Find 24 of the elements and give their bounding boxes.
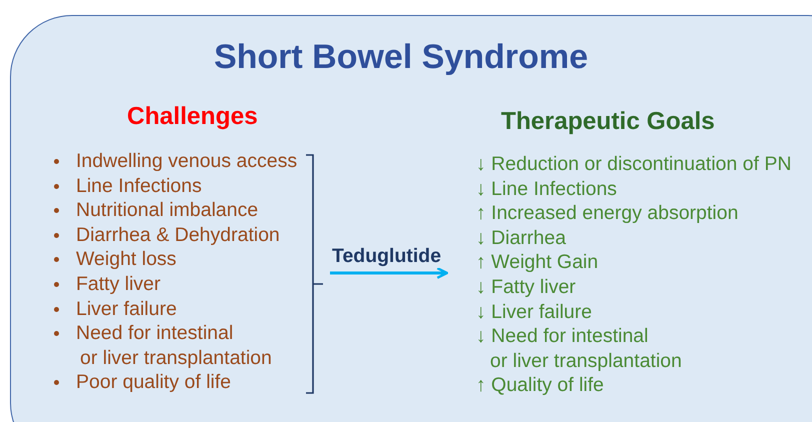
list-item: Line Infections <box>76 174 202 198</box>
list-item: ↑ Increased energy absorption <box>476 201 738 226</box>
list-item: ↑ Quality of life <box>476 373 604 398</box>
list-item: Nutritional imbalance <box>76 198 258 223</box>
list-item: Liver failure <box>76 296 177 322</box>
list-item: Poor quality of life <box>76 370 232 395</box>
list-item: Need for intestinal or liver transplantation <box>76 321 272 370</box>
panel-title: Short Bowel Syndrome <box>212 38 590 77</box>
column-heading: Therapeutic Goals <box>501 108 715 136</box>
list-item: ↓ Need for intestinal or liver transplantation <box>476 324 682 374</box>
list-item: ↓ Fatty liver <box>476 275 576 300</box>
list-item: ↓ Liver failure <box>476 300 592 324</box>
arrow <box>330 267 448 279</box>
list-item: Indwelling venous access <box>76 149 298 174</box>
list-item: ↑ Weight Gain <box>476 250 598 275</box>
list-item: Diarrhea & Dehydration <box>76 222 280 248</box>
list-item: ↓ Line Infections <box>476 176 617 202</box>
list-item: ↓ Diarrhea <box>476 226 566 250</box>
column-heading: Challenges <box>127 103 258 131</box>
rounded-panel <box>10 15 812 422</box>
list-item: Weight loss <box>76 247 176 272</box>
list-item: Fatty liver <box>76 272 161 297</box>
list-item: ↓ Reduction or discontinuation of PN <box>476 152 792 177</box>
edge-label: Teduglutide <box>332 245 442 268</box>
